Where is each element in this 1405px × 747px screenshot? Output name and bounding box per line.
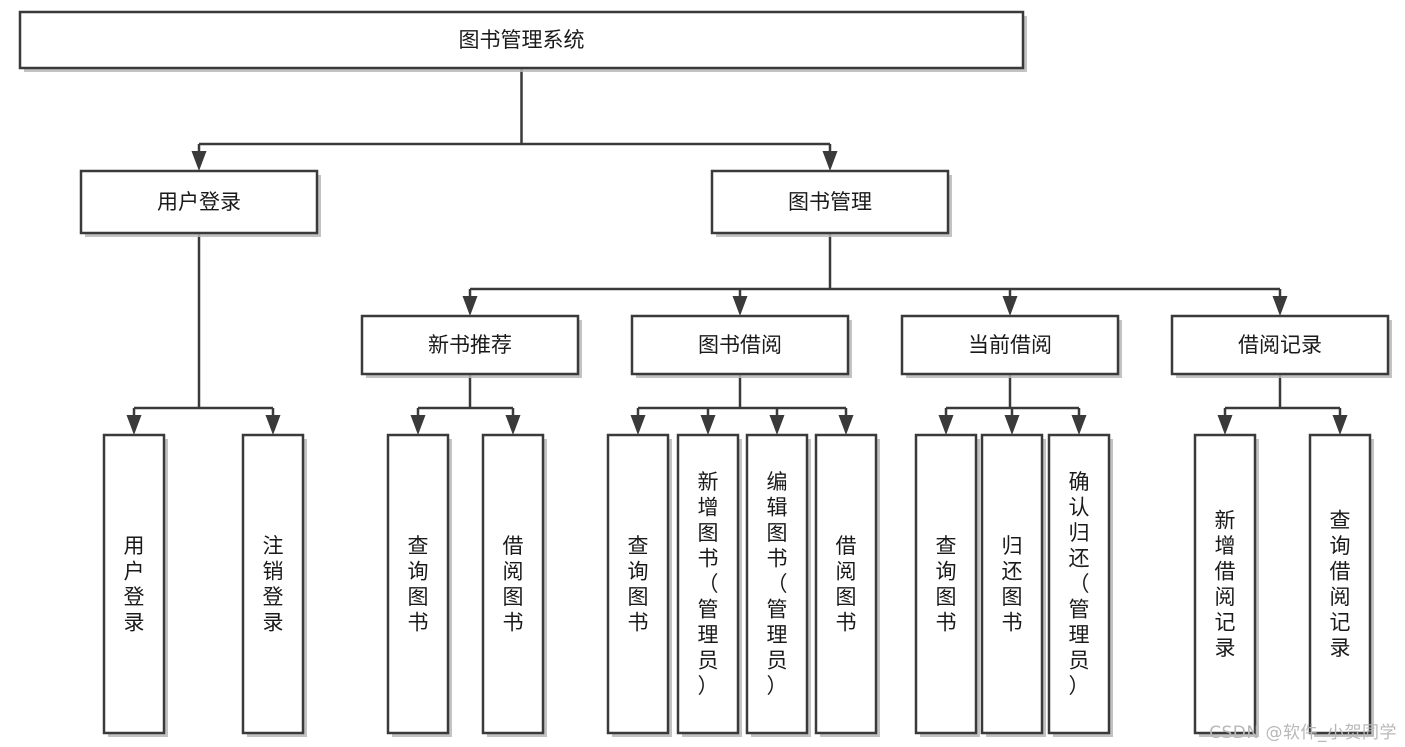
arrow-icon-book-borrow [732,296,748,316]
node-leaf-query-book-3[interactable]: 查询图书 [914,433,980,737]
node-label: 用户登录 [124,534,145,635]
node-rect[interactable] [79,169,319,235]
arrow-icon-user-login [191,151,207,171]
node-user-login[interactable]: 用户登录 [79,169,321,237]
node-new-book-recommend[interactable]: 新书推荐 [360,314,582,378]
node-leaf-edit-book[interactable]: 编辑图书（管理员） [745,433,811,737]
node-label: 新增借阅记录 [1215,508,1236,660]
node-rect[interactable] [980,433,1044,735]
node-label: 借阅图书 [503,534,524,635]
node-leaf-borrow-book-2[interactable]: 借阅图书 [814,433,880,737]
arrow-icon-leaf-confirm-return [1071,415,1087,435]
node-rect[interactable] [745,433,809,735]
arrow-icon-borrow-record [1272,296,1288,316]
node-leaf-return-book[interactable]: 归还图书 [980,433,1046,737]
node-rect[interactable] [1308,433,1372,735]
node-label: 用户登录 [157,190,241,214]
node-rect[interactable] [1047,433,1111,735]
node-leaf-query-book-2[interactable]: 查询图书 [606,433,672,737]
arrow-icon-leaf-user-login [126,415,142,435]
arrow-icon-new-book-recommend [462,296,478,316]
node-book-borrow[interactable]: 图书借阅 [630,314,852,378]
node-leaf-add-book[interactable]: 新增图书（管理员） [676,433,742,737]
node-rect[interactable] [18,10,1025,70]
node-borrow-record[interactable]: 借阅记录 [1170,314,1392,378]
arrow-icon-leaf-edit-book [769,415,785,435]
node-rect[interactable] [360,314,580,376]
node-rect[interactable] [241,433,305,735]
arrow-icon-current-borrow [1002,296,1018,316]
node-rect[interactable] [606,433,670,735]
node-rect[interactable] [710,169,950,235]
node-leaf-add-record[interactable]: 新增借阅记录 [1193,433,1259,737]
node-rect[interactable] [914,433,978,735]
node-label: 查询图书 [628,534,649,635]
node-rect[interactable] [676,433,740,735]
node-label: 确认归还（管理员） [1069,470,1090,698]
node-current-borrow[interactable]: 当前借阅 [900,314,1122,378]
node-label: 查询图书 [408,534,429,635]
node-label: 新书推荐 [428,333,512,357]
arrow-icon-leaf-add-record [1217,415,1233,435]
node-label: 查询借阅记录 [1330,508,1351,660]
node-label: 图书管理系统 [459,28,585,52]
node-rect[interactable] [1170,314,1390,376]
node-leaf-confirm-return[interactable]: 确认归还（管理员） [1047,433,1113,737]
arrow-icon-book-manage [822,151,838,171]
arrow-icon-leaf-query-book-1 [410,415,426,435]
node-label: 当前借阅 [968,333,1052,357]
arrow-icon-leaf-query-book-3 [938,415,954,435]
arrow-icon-leaf-query-book-2 [630,415,646,435]
arrow-icon-leaf-borrow-book-1 [505,415,521,435]
node-label: 借阅记录 [1238,333,1322,357]
arrow-icon-leaf-add-book [700,415,716,435]
node-label: 查询图书 [936,534,957,635]
node-rect[interactable] [102,433,166,735]
node-label: 图书借阅 [698,333,782,357]
node-label: 图书管理 [788,190,872,214]
connector-layer [126,68,1348,435]
arrow-icon-leaf-return-book [1004,415,1020,435]
node-rect[interactable] [386,433,450,735]
node-label: 借阅图书 [836,534,857,635]
node-label: 新增图书（管理员） [698,470,719,698]
node-leaf-query-record[interactable]: 查询借阅记录 [1308,433,1374,737]
node-rect[interactable] [900,314,1120,376]
node-book-manage[interactable]: 图书管理 [710,169,952,237]
node-leaf-logout[interactable]: 注销登录 [241,433,307,737]
node-rect[interactable] [630,314,850,376]
node-label: 编辑图书（管理员） [767,470,788,698]
node-rect[interactable] [481,433,545,735]
arrow-icon-leaf-logout [265,415,281,435]
arrow-icon-leaf-query-record [1332,415,1348,435]
node-root[interactable]: 图书管理系统 [18,10,1027,72]
node-rect[interactable] [1193,433,1257,735]
arrow-icon-leaf-borrow-book-2 [838,415,854,435]
node-label: 归还图书 [1002,534,1023,635]
node-leaf-borrow-book-1[interactable]: 借阅图书 [481,433,547,737]
node-rect[interactable] [814,433,878,735]
node-label: 注销登录 [263,534,284,635]
watermark-text: CSDN @软件_小贺同学 [1209,723,1397,743]
node-layer: 图书管理系统用户登录图书管理新书推荐图书借阅当前借阅借阅记录用户登录注销登录查询… [18,10,1392,737]
node-leaf-query-book-1[interactable]: 查询图书 [386,433,452,737]
node-leaf-user-login[interactable]: 用户登录 [102,433,168,737]
